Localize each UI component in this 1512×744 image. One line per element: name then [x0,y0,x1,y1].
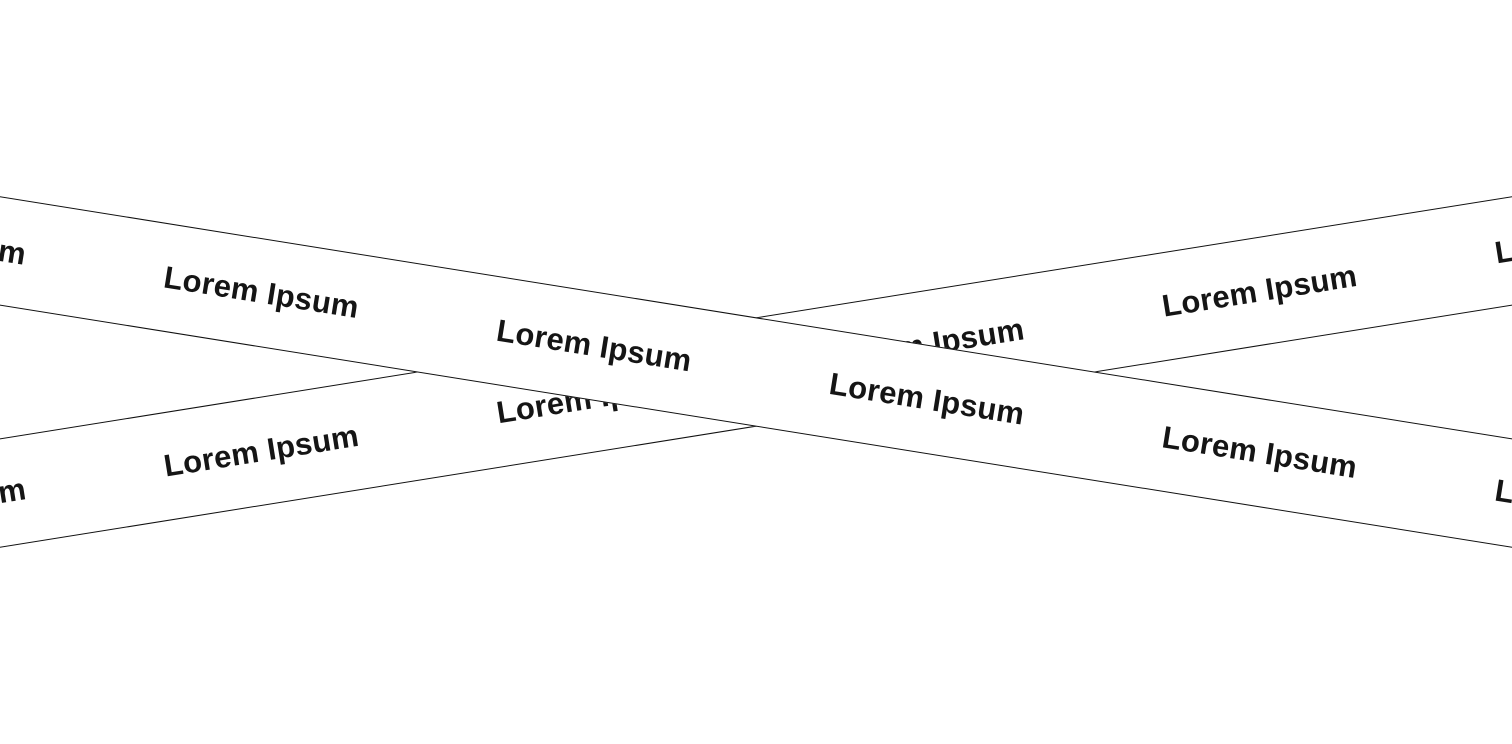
tape-label: Lorem Ipsum [161,417,362,484]
tape-label: Lorem Ipsum [494,312,695,379]
tape-label: Lorem Ipsum [161,259,362,326]
tape-label: Lorem Ipsum [0,471,29,537]
tape-label: Lorem Ipsum [1492,205,1512,271]
tape-label: Lorem Ipsum [826,366,1027,432]
tape-label: Lorem Ipsum [1159,257,1360,324]
tape-descending: Lorem Ipsum Lorem Ipsum Lorem Ipsum Lore… [0,160,1512,584]
tape-label: Lorem Ipsum [1492,472,1512,539]
tape-label: Lorem Ipsum [1159,419,1360,486]
tape-label: Lorem Ipsum [0,206,29,272]
